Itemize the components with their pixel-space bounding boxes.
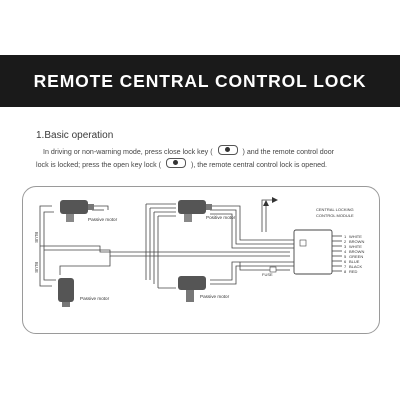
motor-top-right	[178, 200, 212, 222]
legend-color-7: BLACK	[349, 264, 362, 269]
motor-bottom-left	[58, 278, 74, 307]
arrows	[263, 197, 278, 206]
page-title: REMOTE CENTRAL CONTROL LOCK	[33, 70, 367, 91]
control-module	[293, 229, 333, 275]
motor-br-wire	[210, 261, 296, 281]
fuse-wire	[239, 262, 270, 271]
motor-top-left	[60, 200, 94, 222]
module-connector	[299, 239, 307, 247]
legend-color-6: BLUE	[349, 259, 360, 264]
motor-label-top-left: Passive motor	[88, 217, 118, 222]
line2-part-a: lock is locked; press the open key lock …	[36, 161, 161, 169]
legend-color-2: BROWN	[349, 239, 364, 244]
motor-tr-wire-2	[210, 209, 300, 245]
line1-part-a: In driving or non-warning mode, press cl…	[43, 148, 209, 156]
main-bus-wire-2	[44, 249, 290, 257]
motor-tl-lead	[92, 205, 109, 210]
power-arrow-icon-2	[263, 200, 269, 206]
legend-number-2: 2	[344, 239, 347, 244]
legend-number-1: 1	[344, 234, 347, 239]
motor-body	[178, 200, 206, 214]
legend-color-3: WHITE	[349, 244, 362, 249]
legend-number-6: 6	[344, 259, 347, 264]
basic-operation-section: 1.Basic operation In driving or non-warn…	[36, 130, 386, 171]
legend-number-4: 4	[344, 249, 347, 254]
legend-color-1: WHITE	[349, 234, 362, 239]
fuse-label: FUSE	[262, 272, 273, 277]
motor-tr-wire	[210, 205, 297, 241]
legend-number-3: 3	[344, 244, 347, 249]
side-label-left-bottom: BLUE	[34, 262, 39, 273]
left-lower-link	[59, 256, 111, 275]
power-lead	[261, 199, 272, 232]
line2-part-b: ), the remote central control lock is op…	[190, 161, 328, 169]
module-title-1: CENTRAL LOCKING	[316, 207, 354, 212]
motor-body	[60, 200, 88, 214]
motor-cap	[206, 204, 212, 210]
fuse-icon	[269, 266, 277, 273]
section-title: 1.Basic operation	[36, 130, 114, 141]
legend-color-4: BROWN	[349, 249, 364, 254]
wire-harness	[39, 199, 342, 289]
legend-number-5: 5	[344, 254, 347, 259]
motor-body	[58, 278, 74, 302]
motor-base	[184, 214, 192, 222]
description-line-2: lock is locked; press the open key lock …	[36, 158, 386, 171]
main-bus-wire-1	[40, 245, 290, 253]
wiring-diagram-frame	[22, 186, 380, 334]
side-label-left-top: BLUE	[34, 232, 39, 243]
description-line-1: In driving or non-warning mode, press cl…	[36, 145, 386, 158]
open-lock-key-icon	[165, 158, 186, 168]
motor-cap	[62, 302, 70, 307]
module-title-2: CONTROL MODULE	[316, 213, 354, 218]
motor-tr-wire-3	[210, 213, 296, 249]
legend-color-5: GREEN	[349, 254, 363, 259]
motor-base	[66, 214, 74, 222]
motor-label-top-right: Positive motor	[206, 215, 236, 220]
motor-body	[178, 276, 206, 290]
motor-cap	[88, 204, 94, 210]
motor-base	[186, 290, 194, 302]
legend-color-8: RED	[349, 269, 358, 274]
legend-number-8: 8	[344, 269, 347, 274]
close-lock-key-icon	[217, 145, 238, 155]
motor-label-bottom-left: Passive motor	[80, 296, 110, 301]
motor-bottom-right	[178, 276, 206, 302]
line1-part-b: ) and the remote control door	[242, 148, 334, 156]
power-arrow-icon	[272, 197, 278, 203]
title-banner: REMOTE CENTRAL CONTROL LOCK	[0, 55, 400, 107]
wire-color-legend: 1 WHITE 2 BROWN 3 WHITE 4 BROWN 5 GREEN …	[344, 234, 364, 274]
legend-number-7: 7	[344, 264, 347, 269]
module-box	[293, 229, 333, 275]
operation-description: In driving or non-warning mode, press cl…	[36, 145, 386, 171]
motor-label-bottom-right: Passive motor	[200, 294, 230, 299]
motor-br-wire-2	[210, 265, 300, 285]
